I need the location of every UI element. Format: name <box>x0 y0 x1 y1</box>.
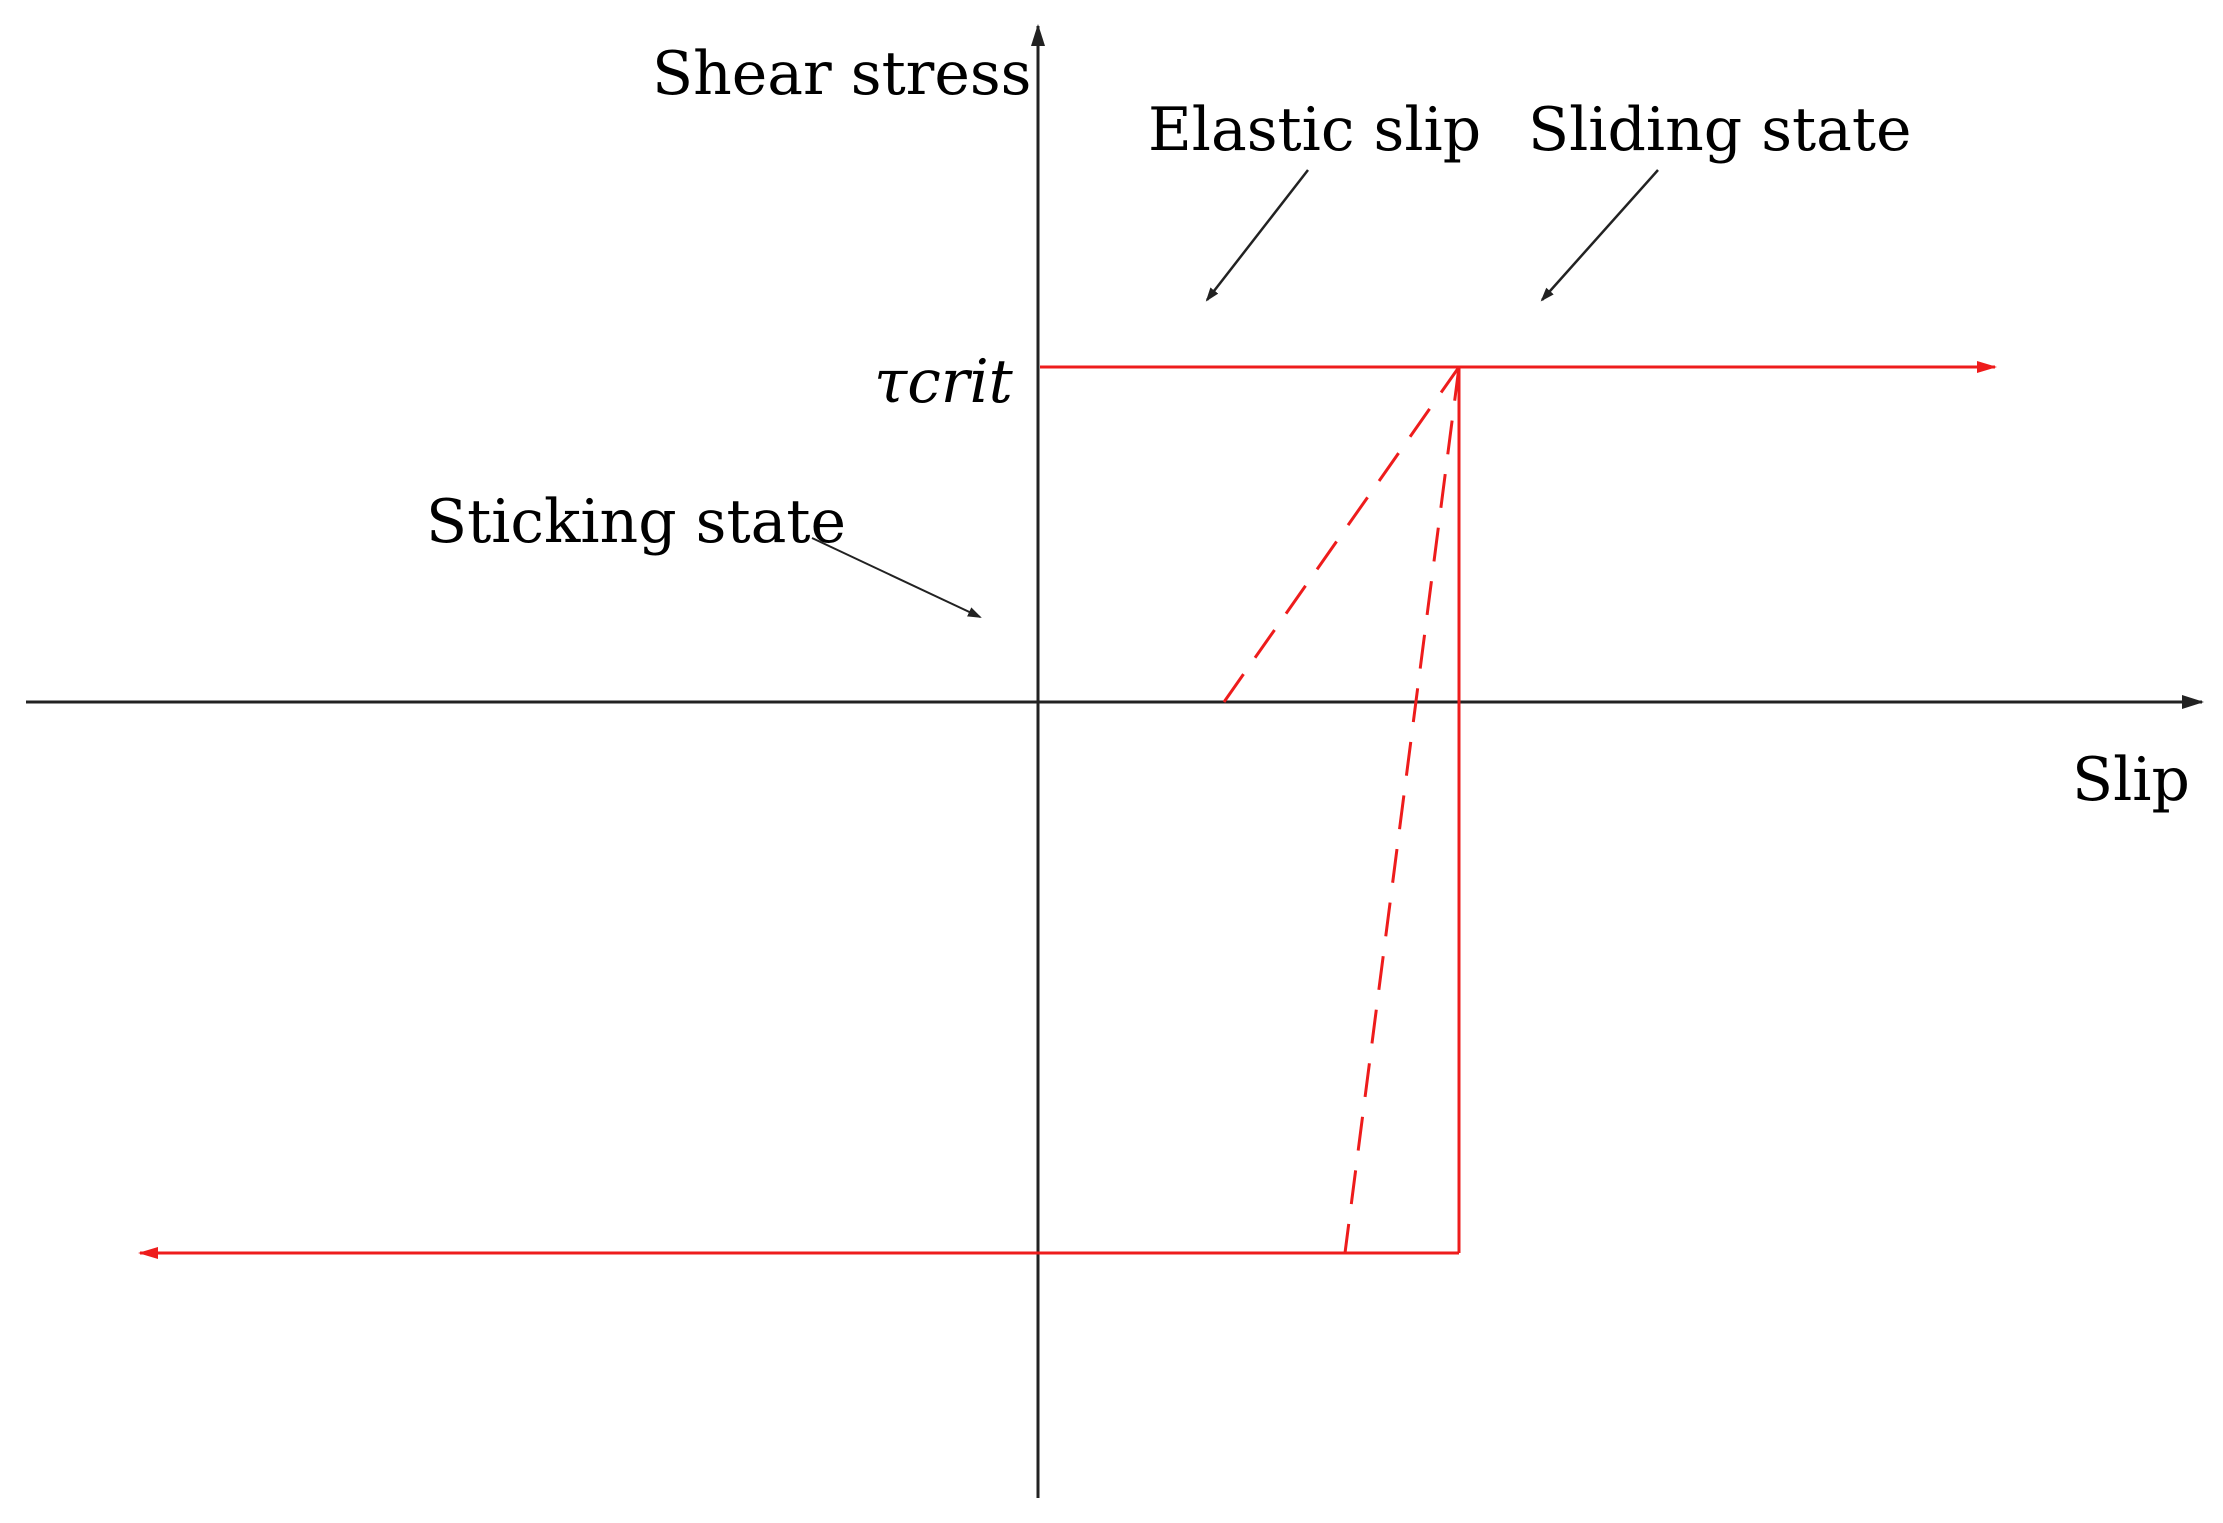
elastic-loading-dashed-line <box>1222 366 1461 703</box>
tau-crit-label: τcrit <box>874 347 1014 417</box>
elastic-slip-arrow <box>1205 169 1309 302</box>
y-axis-label: Shear stress <box>652 39 1031 109</box>
sticking-state-arrow <box>811 537 982 618</box>
sticking-state-label: Sticking state <box>426 487 846 557</box>
sliding-state-arrow <box>1540 169 1659 302</box>
elastic-unloading-dashed-line <box>1343 366 1461 1254</box>
x-axis-label: Slip <box>2072 745 2190 815</box>
sliding-state-label: Sliding state <box>1528 95 1912 165</box>
elastic-slip-label: Elastic slip <box>1148 95 1481 165</box>
